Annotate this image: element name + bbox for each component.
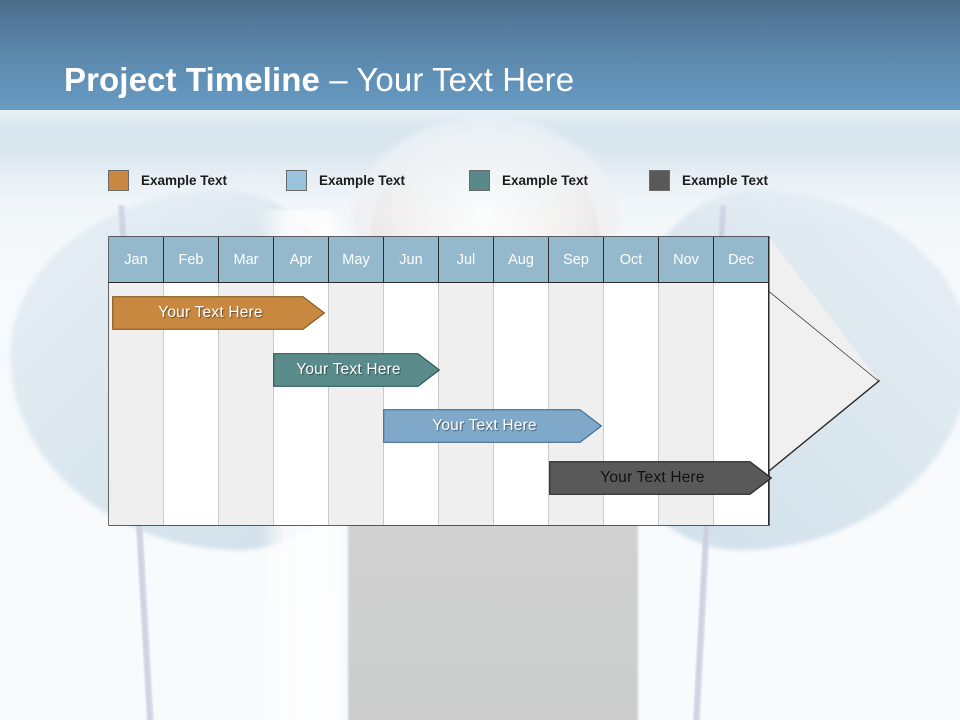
page-title-bold: Project Timeline — [64, 61, 320, 98]
month-header-nov[interactable]: Nov — [659, 237, 714, 283]
legend: Example Text Example Text Example Text Exam… — [108, 170, 828, 194]
month-header-dec[interactable]: Dec — [714, 237, 769, 283]
task-bar-shape — [383, 409, 602, 443]
legend-item[interactable]: Example Text — [108, 170, 227, 191]
legend-item[interactable]: Example Text — [469, 170, 588, 191]
page-title-separator: – — [319, 61, 357, 98]
month-header-jan[interactable]: Jan — [109, 237, 164, 283]
legend-item-label: Example Text — [502, 173, 589, 188]
timeline-task-bar[interactable]: Your Text Here — [383, 409, 602, 443]
legend-item-label: Example Text — [682, 173, 769, 188]
legend-item-label: Example Text — [141, 173, 228, 188]
legend-item-label: Example Text — [319, 173, 406, 188]
legend-swatch — [469, 170, 490, 191]
month-header-may[interactable]: May — [329, 237, 384, 283]
month-header-jul[interactable]: Jul — [439, 237, 494, 283]
month-header-sep[interactable]: Sep — [549, 237, 604, 283]
timeline-column-feb: Feb — [164, 237, 219, 525]
task-bar-label: Your Text Here — [432, 417, 537, 434]
timeline-column-jan: Jan — [109, 237, 164, 525]
timeline-task-bar[interactable]: Your Text Here — [273, 353, 440, 387]
timeline-task-bar[interactable]: Your Text Here — [549, 461, 772, 495]
task-bar-label: Your Text Here — [158, 304, 263, 321]
page-title: Project Timeline – Your Text Here — [64, 58, 574, 102]
task-bar-label: Your Text Here — [296, 361, 401, 378]
legend-swatch — [649, 170, 670, 191]
month-header-oct[interactable]: Oct — [604, 237, 659, 283]
timeline-column-aug: Aug — [494, 237, 549, 525]
timeline-column-jul: Jul — [439, 237, 494, 525]
page-title-light: Your Text Here — [356, 61, 575, 98]
month-header-apr[interactable]: Apr — [274, 237, 329, 283]
legend-swatch — [108, 170, 129, 191]
task-bar-shape — [273, 353, 440, 387]
legend-item[interactable]: Example Text — [649, 170, 768, 191]
timeline-task-bar[interactable]: Your Text Here — [112, 296, 325, 330]
month-header-aug[interactable]: Aug — [494, 237, 549, 283]
timeline-column-mar: Mar — [219, 237, 274, 525]
task-bar-shape — [549, 461, 772, 495]
month-header-jun[interactable]: Jun — [384, 237, 439, 283]
legend-swatch — [286, 170, 307, 191]
task-bar-label: Your Text Here — [600, 469, 705, 486]
month-header-feb[interactable]: Feb — [164, 237, 219, 283]
legend-item[interactable]: Example Text — [286, 170, 405, 191]
month-header-mar[interactable]: Mar — [219, 237, 274, 283]
task-bar-shape — [112, 296, 325, 330]
